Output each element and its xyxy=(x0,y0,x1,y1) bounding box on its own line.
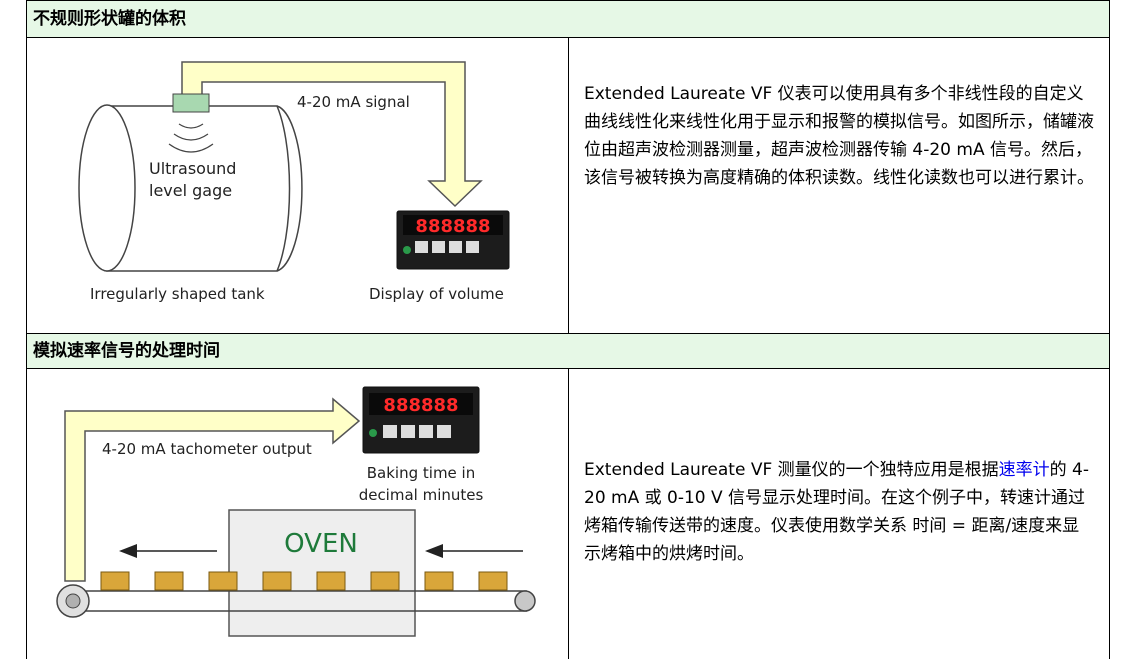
signal-path-arrow xyxy=(181,61,483,208)
conveyor-item xyxy=(100,571,130,591)
conveyor-item xyxy=(478,571,508,591)
conveyor-item xyxy=(262,571,292,591)
section-title: 模拟速率信号的处理时间 xyxy=(33,341,220,361)
section-header-tank-volume: 不规则形状罐的体积 xyxy=(27,0,1109,38)
description-text: Extended Laureate VF 测量仪的一个独特应用是根据 xyxy=(584,460,999,480)
conveyor-item xyxy=(154,571,184,591)
sound-wave-icon xyxy=(178,123,204,129)
baking-label-line1: Baking time in xyxy=(367,464,475,482)
description-text: 的 4-20 mA 或 0-10 V 信号显示处理时间。在这个例子中，转速计通过… xyxy=(584,460,1089,564)
conveyor-roller-icon xyxy=(514,590,536,612)
meter-digits: 888888 xyxy=(383,395,458,416)
section-title: 不规则形状罐的体积 xyxy=(33,9,186,29)
tach-signal-arrow xyxy=(64,397,361,582)
conveyor-item xyxy=(424,571,454,591)
oven-figure: 888888 OVEN xyxy=(27,369,568,659)
oven-diagram: 888888 OVEN xyxy=(56,386,536,637)
oven-label: OVEN xyxy=(284,529,358,559)
tank-volume-figure: 888888 4-20 mA signal Ultrasound level g… xyxy=(27,38,568,334)
tank-end xyxy=(78,104,136,272)
section-header-processing-time: 模拟速率信号的处理时间 xyxy=(27,333,1109,369)
tank-body xyxy=(106,105,291,272)
baking-label-line2: decimal minutes xyxy=(359,486,484,504)
conveyor-item xyxy=(316,571,346,591)
column-divider xyxy=(568,38,569,334)
content-table: 不规则形状罐的体积 888888 4-20 xyxy=(26,0,1110,659)
signal-label: 4-20 mA signal xyxy=(297,93,410,111)
tank-label: Irregularly shaped tank xyxy=(90,285,265,303)
conveyor-item xyxy=(208,571,238,591)
ultrasound-gage-icon xyxy=(172,93,210,113)
rate-meter-link[interactable]: 速率计 xyxy=(998,460,1050,480)
tank-volume-description: Extended Laureate VF 仪表可以使用具有多个非线性段的自定义曲… xyxy=(584,84,1094,188)
gage-label-line1: Ultrasound xyxy=(149,159,236,178)
processing-time-description: Extended Laureate VF 测量仪的一个独特应用是根据速率计的 4… xyxy=(584,456,1096,568)
column-divider xyxy=(568,369,569,659)
meter-digits: 888888 xyxy=(415,216,490,237)
gage-label-line2: level gage xyxy=(149,181,232,200)
tank-diagram: 888888 4-20 mA signal Ultrasound level g… xyxy=(78,61,510,303)
conveyor-item xyxy=(370,571,400,591)
tach-label: 4-20 mA tachometer output xyxy=(102,440,312,458)
meter-label: Display of volume xyxy=(369,285,504,303)
